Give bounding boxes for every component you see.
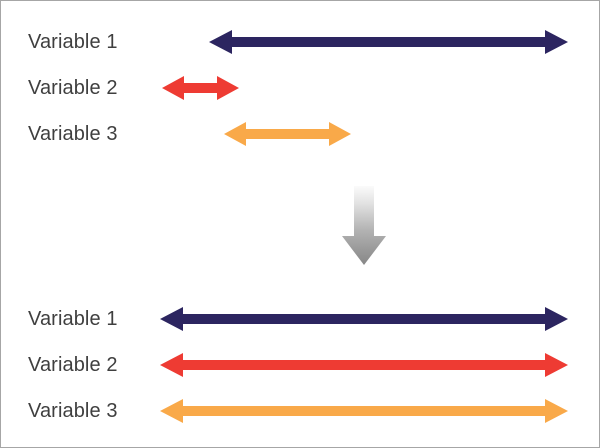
top-label-variable-2: Variable 2 xyxy=(28,77,118,99)
bottom-label-variable-3: Variable 3 xyxy=(28,400,118,422)
top-label-variable-1: Variable 1 xyxy=(28,31,118,53)
bottom-label-variable-2: Variable 2 xyxy=(28,354,118,376)
bottom-arrow-variable-1 xyxy=(160,307,568,331)
top-label-variable-3: Variable 3 xyxy=(28,123,118,145)
top-arrow-variable-1 xyxy=(209,30,568,54)
top-arrow-variable-2 xyxy=(162,76,239,100)
bottom-label-variable-1: Variable 1 xyxy=(28,308,118,330)
down-arrow-icon xyxy=(342,186,386,265)
bottom-arrow-variable-3 xyxy=(160,399,568,423)
bottom-arrow-variable-2 xyxy=(160,353,568,377)
top-arrow-variable-3 xyxy=(224,122,351,146)
